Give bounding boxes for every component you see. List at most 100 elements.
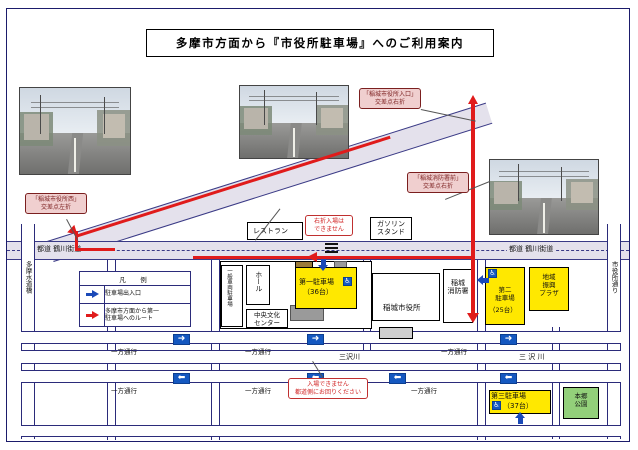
map-canvas: 都道 鶴川街道 都道 鶴川街道 多摩水道橋 市役所通り 三沢川 三 沢 川 一方… xyxy=(7,9,629,441)
label-hongo-park: 本郷公園 xyxy=(574,392,588,408)
label-culture-center: 中央文化センター xyxy=(254,311,280,327)
oneway-label-2: 一方通行 xyxy=(245,348,271,356)
crosswalk-hatch xyxy=(325,243,338,253)
route-right-vertical-top xyxy=(471,104,475,249)
oneway-sign-6: ⬅ xyxy=(389,373,406,384)
warning-line1: 入場できません xyxy=(307,381,349,388)
block-gas-station xyxy=(370,217,412,240)
label-parking-3-capacity: （37台） xyxy=(503,402,533,410)
legend-label-parking-entrance: 駐車場出入口 xyxy=(105,290,142,298)
label-restaurant: レストラン xyxy=(253,227,288,235)
oneway-sign-1: ➜ xyxy=(173,334,190,345)
legend-label-route: 多摩市方面から第一 駐車場へのルート xyxy=(105,307,160,322)
oneway-label-4: 一方通行 xyxy=(111,387,137,395)
route-right-vertical-lower xyxy=(471,249,475,315)
oneway-sign-3: ➜ xyxy=(500,334,517,345)
block-community-plaza xyxy=(529,267,569,311)
oneway-sign-4: ⬅ xyxy=(173,373,190,384)
route-left-vertical xyxy=(75,231,78,251)
callout-cityhall-west: 「稲城市役所西」 交差点左折 xyxy=(25,193,87,214)
photo-cityhall-west xyxy=(19,87,131,175)
blue-arrow-icon xyxy=(80,290,104,299)
arrow-left-icon: ⬅ xyxy=(504,373,513,383)
legend-heading: 凡 例 xyxy=(119,275,151,284)
oneway-label-3: 一方通行 xyxy=(441,348,467,356)
callout-fire-station-front: 「稲城消防署前」 交差点右折 xyxy=(407,172,469,193)
label-hall: ホール xyxy=(254,271,263,292)
wheelchair-icon-parking-3: ♿ xyxy=(492,401,501,410)
oneway-label-1: 一方通行 xyxy=(111,348,137,356)
warning-no-right-turn: 右折入場は できません xyxy=(305,215,353,236)
route-arrowhead-mainroad xyxy=(307,252,317,262)
legend-row-route: 多摩市方面から第一 駐車場へのルート xyxy=(80,303,190,327)
photo-cityhall-entrance xyxy=(239,85,349,159)
oneway-sign-7: ⬅ xyxy=(500,373,517,384)
road-label-main-left: 都道 鶴川街道 xyxy=(35,245,84,254)
parking-2-entrance-arrow xyxy=(477,275,489,285)
block-general-vehicle-lot xyxy=(221,265,243,327)
block-hall xyxy=(246,265,270,305)
warning-line2: 都道側にお回りください xyxy=(294,388,361,396)
wheelchair-icon-parking-1: ♿ xyxy=(343,277,352,286)
arrow-right-icon: ➜ xyxy=(311,334,320,344)
label-general-vehicle-lot: 一般車両駐車場 xyxy=(226,268,233,307)
wheelchair-icon-parking-2: ♿ xyxy=(488,269,497,278)
route-mainroad-horizontal xyxy=(317,256,475,259)
callout-line2: 交差点右折 xyxy=(422,182,453,190)
callout-cityhall-entrance: 「稲城市役所入口」 交差点右折 xyxy=(359,88,421,109)
page-title: 多摩市方面から『市役所駐車場』へのご利用案内 xyxy=(146,29,494,57)
label-city-hall: 稲城市役所 xyxy=(383,303,421,312)
callout-line1: 「稲城市役所入口」 xyxy=(363,91,418,98)
legend-box: 凡 例 駐車場出入口 多摩市方面から第一 駐車場へのルート xyxy=(79,271,191,327)
label-community-plaza: 地域振興プラザ xyxy=(539,273,559,297)
label-parking-1-name: 第一駐車場 xyxy=(299,278,334,286)
red-arrow-icon xyxy=(80,311,104,320)
label-parking-3-name: 第三駐車場 xyxy=(491,392,526,400)
callout-line2: 交差点右折 xyxy=(374,98,405,106)
road-label-vertical-right: 市役所通り xyxy=(610,261,619,294)
road-label-vertical-left: 多摩水道橋 xyxy=(24,261,33,294)
block-hongo-park xyxy=(563,387,599,419)
label-gas-station: ガソリンスタンド xyxy=(377,220,405,237)
lower-street xyxy=(21,425,621,437)
block-misc-1 xyxy=(379,327,413,339)
block-restaurant xyxy=(247,222,303,240)
block-misc-2 xyxy=(247,266,248,267)
warning-no-entry-detour: 入場できません 都道側にお回りください xyxy=(288,378,368,399)
label-fire-station: 稲城消防署 xyxy=(447,279,469,296)
block-culture-center xyxy=(246,309,288,328)
block-city-hall xyxy=(372,273,440,321)
callout-line2: 交差点左折 xyxy=(40,203,71,211)
page-frame xyxy=(6,8,630,442)
label-parking-2-name: 第二駐車場 xyxy=(495,286,515,302)
arrow-left-icon: ⬅ xyxy=(393,373,402,383)
arrow-right-icon: ➜ xyxy=(504,334,513,344)
route-arrowhead-lower xyxy=(467,313,479,323)
arrow-right-icon: ➜ xyxy=(177,334,186,344)
label-parking-1-capacity: （36台） xyxy=(303,288,333,296)
vertical-road-e xyxy=(552,327,560,439)
route-left-horizontal xyxy=(75,248,115,251)
callout-line1: 「稲城市役所西」 xyxy=(31,196,80,203)
route-into-parking1 xyxy=(193,256,319,259)
parking-3-entrance-arrow xyxy=(515,412,525,424)
warning-line2: できません xyxy=(314,225,344,233)
block-olive-annex xyxy=(295,261,313,268)
river-label-left: 三沢川 xyxy=(339,353,360,361)
oneway-sign-2: ➜ xyxy=(307,334,324,345)
oneway-label-5: 一方通行 xyxy=(245,387,271,395)
parking-1-entrance-arrow xyxy=(318,259,328,271)
river-band xyxy=(21,350,621,364)
oneway-label-6: 一方通行 xyxy=(411,387,437,395)
river-label-right: 三 沢 川 xyxy=(519,353,545,361)
legend-row-parking-entrance: 駐車場出入口 xyxy=(80,285,190,303)
page-title-text: 多摩市方面から『市役所駐車場』へのご利用案内 xyxy=(175,36,465,50)
road-label-main-right: 都道 鶴川街道 xyxy=(507,245,556,254)
arrow-left-icon: ⬅ xyxy=(177,373,186,383)
label-parking-2-capacity: （25台） xyxy=(489,306,517,314)
photo-fire-station-front xyxy=(489,159,599,235)
main-road-centerline xyxy=(7,250,629,251)
warning-line1: 右折入場は xyxy=(313,218,344,225)
callout-line1: 「稲城消防署前」 xyxy=(413,175,462,182)
